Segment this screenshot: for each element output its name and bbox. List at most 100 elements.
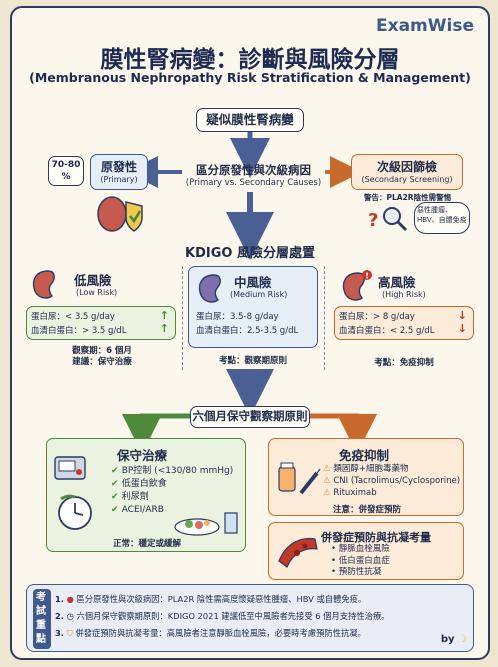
low-risk-note-advice: 建議：保守治療: [72, 357, 132, 367]
warning-icon: ⚠: [323, 476, 334, 486]
secondary-warning: 警告：PLA2R陰性需警惕: [364, 193, 452, 202]
medium-risk-proteinuria: 蛋白尿：3.5-8 g/day: [196, 312, 279, 322]
banana-icon: ☽: [458, 634, 467, 645]
blood-vessel-icon: [278, 537, 318, 568]
high-risk-proteinuria: 蛋白尿：> 8 g/day: [339, 312, 415, 322]
page-title: 膜性腎病變：診斷與風險分層: [100, 47, 400, 73]
conservative-box: 保守治療 ✔ BP控制 (<130/80 mmHg) ✔ 低蛋白飲食 ✔ 利尿劑…: [46, 438, 246, 552]
warning-icon: ⚠: [323, 464, 334, 474]
low-risk-proteinuria: 蛋白尿：< 3.5 g/day: [31, 312, 115, 322]
medium-risk-column: 中風險 (Medium Risk) 蛋白尿：3.5-8 g/day 血清白蛋白：…: [188, 266, 318, 370]
high-risk-en: (High Risk): [382, 290, 426, 299]
medicine-syringe-icon: [278, 462, 321, 495]
high-risk-criteria: 蛋白尿：> 8 g/day 血清白蛋白：< 2.5 g/dL ↓ ↓: [334, 306, 474, 340]
svg-text:!: !: [365, 272, 369, 281]
low-risk-albumin: 血清白蛋白：> 3.5 g/dL: [31, 326, 127, 336]
suspect-label: 疑似膜性腎病變: [206, 112, 294, 127]
check-icon: ✔: [111, 492, 122, 502]
high-risk-title: 高風險: [378, 275, 416, 290]
kidney-medium-icon: [198, 274, 221, 303]
low-risk-notes: 觀察期：6 個月 建議：保守治療: [62, 346, 142, 368]
down-arrow-icon: ↓: [457, 309, 467, 322]
low-risk-title: 低風險: [74, 273, 112, 288]
primary-percentage-badge: 70-80 %: [48, 156, 84, 186]
low-risk-note-observation: 觀察期：6 個月: [72, 346, 132, 356]
bp-monitor-clock-icon: [54, 456, 92, 530]
conservative-items: ✔ BP控制 (<130/80 mmHg) ✔ 低蛋白飲食 ✔ 利尿劑 ✔ AC…: [111, 465, 233, 517]
medium-risk-note: 考點：觀察期原則: [218, 356, 287, 366]
kidney-icon: ●: [66, 594, 74, 604]
down-arrow-icon: ↓: [457, 322, 467, 335]
arrow-to-immuno: [310, 413, 377, 454]
brand-logo: ExamWise: [376, 16, 474, 36]
six-month-label: 六個月保守觀察期原則: [192, 409, 308, 423]
arrow-to-conservative: [122, 413, 190, 454]
immuno-item: ⚠ CNI (Tacrolimus/Cyclosporine): [323, 476, 461, 486]
low-risk-en: (Low Risk): [76, 288, 118, 297]
exam-point: 3. ⛉ 併發症預防與抗凝考量：高風險者注意靜脈血栓風險，必要時考慮預防性抗凝。: [55, 628, 366, 638]
divider-left: [182, 266, 183, 370]
immuno-box: 免疫抑制 ⚠ 類固醇+細胞毒藥物 ⚠ CNI (Tacrolimus/Cyclo…: [268, 438, 464, 516]
high-risk-column: ! 高風險 (High Risk) 蛋白尿：> 8 g/day 血清白蛋白：< …: [330, 266, 474, 370]
infographic-sheet: ExamWise 膜性腎病變：診斷與風險分層 (Membranous Nephr…: [10, 6, 490, 660]
up-arrow-icon: ↑: [159, 309, 169, 322]
clock-icon: ◷: [66, 611, 74, 621]
up-arrow-icon: ↑: [159, 322, 169, 335]
medium-risk-title: 中風險: [234, 275, 272, 290]
differentiate-node: 區分原發性與次級病因 (Primary vs. Secondary Causes…: [182, 162, 325, 188]
divider-right: [324, 266, 325, 370]
secondary-en: (Secondary Screening): [361, 175, 453, 184]
kidney-alert-icon: !: [342, 270, 372, 301]
conservative-item: ✔ 低蛋白飲食: [111, 479, 167, 489]
primary-zh: 原發性: [100, 160, 137, 174]
kdigo-heading: KDIGO 風險分層處置: [185, 246, 315, 261]
flow-arrows: [122, 132, 377, 454]
check-icon: ✔: [111, 479, 122, 489]
check-icon: ✔: [111, 466, 122, 476]
complication-item: • 靜脈血栓風險: [331, 544, 390, 554]
conservative-title: 保守治療: [117, 448, 168, 463]
medium-risk-en: (Medium Risk): [230, 290, 288, 299]
kidney-low-icon: [32, 270, 55, 299]
exam-points-label: 考試重點: [33, 589, 51, 649]
immuno-item: ⚠ 類固醇+細胞毒藥物: [323, 464, 409, 474]
question-magnifier-icon: ?: [368, 207, 408, 232]
low-risk-column: 低風險 (Low Risk) 蛋白尿：< 3.5 g/day 血清白蛋白：> 3…: [26, 266, 176, 370]
exam-point: 1. ● 區分原發性與次級病因：PLA2R 陰性需高度懷疑惡性腫瘤、HBV 或自…: [55, 594, 367, 604]
warning-icon: ⚠: [323, 488, 334, 498]
six-month-box: 六個月保守觀察期原則: [190, 406, 310, 428]
complication-item: • 預防性抗凝: [331, 567, 382, 577]
complication-title: 併發症預防與抗凝考量: [321, 531, 431, 544]
shield-icon: ⛉: [66, 628, 73, 638]
primary-box: 原發性 (Primary): [90, 154, 148, 190]
svg-text:?: ?: [368, 210, 378, 231]
high-risk-albumin: 血清白蛋白：< 2.5 g/dL: [339, 326, 435, 336]
low-risk-criteria: 蛋白尿：< 3.5 g/day 血清白蛋白：> 3.5 g/dL ↑ ↑: [26, 306, 176, 340]
conservative-item: ✔ BP控制 (<130/80 mmHg): [111, 466, 234, 476]
food-plate-icon: [174, 512, 238, 536]
exam-points-list: 1. ● 區分原發性與次級病因：PLA2R 陰性需高度懷疑惡性腫瘤、HBV 或自…: [55, 591, 390, 642]
complication-box: 併發症預防與抗凝考量 • 靜脈血栓風險 • 低白蛋白血症 • 預防性抗凝: [268, 522, 464, 580]
complication-item: • 低白蛋白血症: [331, 555, 390, 566]
medium-risk-criteria: 蛋白尿：3.5-8 g/day 血清白蛋白：2.5-3.5 g/dL: [196, 310, 298, 336]
medium-risk-albumin: 血清白蛋白：2.5-3.5 g/dL: [196, 326, 299, 336]
signature: by ☽: [440, 634, 467, 645]
primary-en: (Primary): [100, 175, 138, 184]
secondary-box: 次級因篩檢 (Secondary Screening): [351, 154, 463, 190]
conservative-item: ✔ 利尿劑: [111, 492, 149, 502]
secondary-zh: 次級因篩檢: [376, 160, 437, 174]
high-risk-note: 考點：免疫抑制: [374, 358, 434, 368]
complication-items: • 靜脈血栓風險 • 低白蛋白血症 • 預防性抗凝: [331, 544, 390, 579]
immuno-title: 免疫抑制: [339, 448, 390, 463]
exam-points-panel: 考試重點 1. ● 區分原發性與次級病因：PLA2R 陰性需高度懷疑惡性腫瘤、H…: [26, 584, 474, 652]
page-subtitle: (Membranous Nephropathy Risk Stratificat…: [29, 70, 471, 85]
exam-point: 2. ◷ 六個月保守觀察期原則：KDIGO 2021 建議低至中風險者先接受 6…: [55, 611, 390, 621]
differentiate-zh: 區分原發性與次級病因: [196, 163, 311, 177]
secondary-causes-bubble: 惡性腫瘤、 HBV、自體免疫: [414, 202, 470, 234]
immuno-note: 注意：併發症預防: [332, 505, 401, 515]
kidney-shield-icon: [97, 196, 143, 232]
check-icon: ✔: [111, 505, 122, 515]
conservative-note: 正常：穩定或緩解: [112, 539, 181, 549]
suspect-box: 疑似膜性腎病變: [196, 108, 304, 132]
conservative-item: ✔ ACEI/ARB: [111, 505, 164, 515]
